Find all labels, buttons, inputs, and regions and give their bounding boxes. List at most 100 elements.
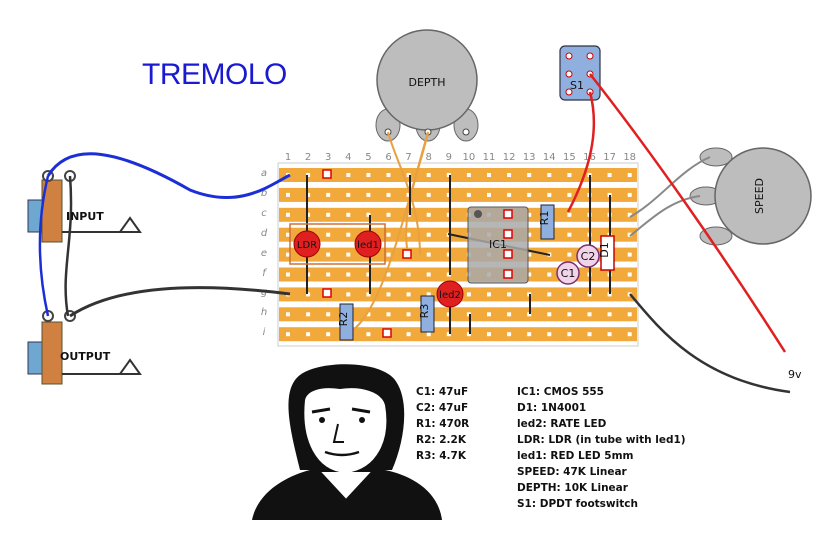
hole — [607, 173, 612, 177]
row-letter: b — [260, 187, 268, 199]
hole — [286, 212, 290, 217]
hole — [286, 312, 290, 317]
hole — [527, 192, 532, 197]
hole — [587, 332, 592, 337]
hole — [567, 192, 572, 197]
output-jack — [27, 310, 142, 385]
hole — [426, 173, 431, 177]
svg-text:D1: D1 — [598, 242, 611, 257]
column-number: 3 — [325, 152, 332, 163]
hole — [547, 292, 552, 297]
wire-s1-to-board — [566, 91, 596, 213]
hole — [326, 212, 331, 217]
hole — [306, 272, 311, 277]
hole — [326, 272, 331, 277]
hole — [406, 173, 411, 177]
hole — [446, 332, 451, 337]
hole — [366, 173, 371, 177]
hole — [386, 173, 391, 177]
hole — [386, 212, 391, 217]
hole — [286, 192, 290, 197]
hole — [446, 272, 451, 277]
wire-speed-2 — [629, 195, 701, 237]
input-label: INPUT — [66, 210, 104, 223]
column-number: 18 — [623, 152, 637, 163]
r3: R3 — [418, 295, 435, 333]
hole — [426, 292, 431, 297]
strip-row-d — [279, 227, 637, 242]
svg-text:R1: R1 — [538, 211, 551, 226]
wire-9v-black — [629, 293, 791, 394]
hole — [446, 252, 451, 257]
hole — [607, 292, 612, 297]
wire-depth-1 — [387, 131, 421, 256]
parts-list-item: D1: 1N4001 — [517, 402, 587, 414]
hole — [607, 312, 612, 317]
row-letter: i — [262, 327, 266, 339]
hole — [587, 292, 592, 297]
row-letter: e — [260, 247, 268, 259]
s1-footswitch: S1 — [559, 45, 601, 101]
column-number: 15 — [563, 152, 576, 163]
hole — [306, 312, 311, 317]
hole — [527, 312, 532, 317]
output-label: OUTPUT — [60, 350, 111, 363]
hole — [446, 173, 451, 177]
parts-list-item: LDR: LDR (in tube with led1) — [517, 434, 686, 446]
strip-row-b — [279, 187, 637, 202]
hole — [527, 212, 532, 217]
hole — [627, 232, 632, 237]
hole — [567, 212, 572, 217]
hole — [567, 252, 572, 257]
hole — [627, 272, 632, 277]
ic1: IC1 — [467, 206, 529, 284]
hole — [487, 192, 491, 197]
hole — [386, 292, 391, 297]
hole — [306, 173, 311, 177]
parts-list-item: R3: 4.7K — [416, 450, 466, 462]
hole — [346, 272, 351, 277]
svg-text:R3: R3 — [418, 304, 431, 319]
hole — [446, 312, 451, 317]
hole — [607, 332, 612, 337]
svg-text:C1: C1 — [561, 267, 576, 280]
hole — [567, 232, 572, 237]
hole — [507, 292, 512, 297]
hole — [306, 192, 311, 197]
r1: R1 — [538, 204, 555, 240]
hole — [527, 173, 532, 177]
ldr: LDR — [293, 230, 321, 258]
column-number: 7 — [405, 152, 412, 163]
hole — [286, 252, 290, 257]
parts-list-item: SPEED: 47K Linear — [517, 466, 627, 478]
hole — [527, 232, 532, 237]
strip-row-a — [279, 168, 637, 182]
hole — [326, 332, 331, 337]
hole — [466, 332, 471, 337]
hole — [406, 232, 411, 237]
hole — [507, 192, 512, 197]
hole — [607, 192, 612, 197]
parts-list-item: led2: RATE LED — [517, 418, 607, 430]
hole — [627, 312, 632, 317]
parts-list-item: R2: 2.2K — [416, 434, 466, 446]
wire-output-black — [69, 286, 291, 318]
track-cuts — [322, 169, 513, 338]
hole — [426, 252, 431, 257]
svg-text:LDR: LDR — [297, 240, 317, 251]
wire-input-blue-to-output — [38, 175, 50, 317]
hole — [366, 272, 371, 277]
row-letter: f — [262, 267, 266, 279]
hole — [466, 173, 471, 177]
depth-label: DEPTH — [408, 76, 445, 89]
hole — [366, 212, 371, 217]
column-number: 11 — [482, 152, 496, 163]
hole — [326, 232, 331, 237]
svg-text:led1: led1 — [357, 240, 379, 251]
hole — [406, 192, 411, 197]
parts-list-item: C2: 47uF — [416, 402, 469, 414]
wire-9v-red — [589, 73, 787, 353]
hole — [386, 312, 391, 317]
hole — [406, 212, 411, 217]
